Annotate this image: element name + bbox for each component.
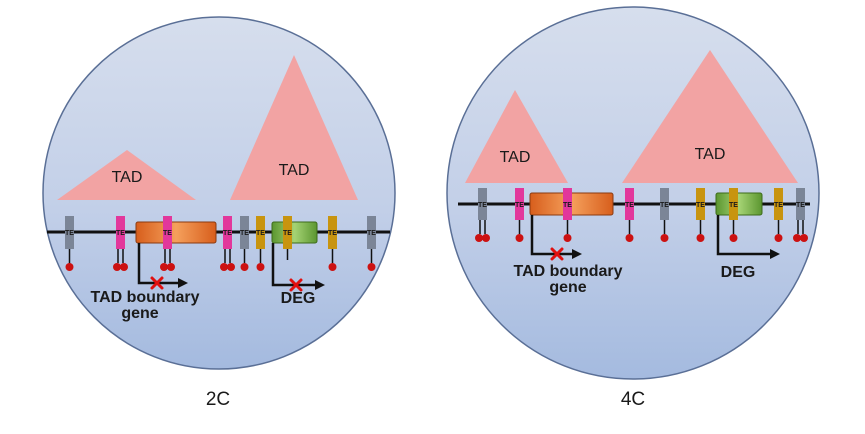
methylation-lollipop-icon — [482, 234, 490, 242]
boundary-gene-label: TAD boundary — [90, 289, 199, 306]
methylation-lollipop-icon — [113, 263, 121, 271]
te-element: TE — [475, 188, 490, 242]
tad-triangle — [622, 50, 798, 183]
tad-label: TAD — [112, 169, 143, 186]
methylation-lollipop-icon — [475, 234, 483, 242]
svg-text:TE: TE — [625, 202, 634, 209]
boundary-gene-label: gene — [549, 279, 586, 296]
svg-text:TE: TE — [223, 230, 232, 237]
boundary-gene-label: TAD boundary — [513, 263, 622, 280]
methylation-lollipop-icon — [729, 234, 738, 242]
te-element: TE — [729, 188, 738, 242]
svg-text:TE: TE — [515, 202, 524, 209]
methylation-lollipop-icon — [774, 234, 783, 242]
red-cross-icon — [289, 278, 303, 292]
tad-label: TAD — [279, 162, 310, 179]
te-element: TE — [774, 188, 783, 242]
methylation-lollipop-icon — [515, 234, 524, 242]
red-cross-icon — [150, 276, 164, 290]
tad-label: TAD — [500, 149, 531, 166]
transcription-arrow-icon — [716, 215, 780, 259]
panel-caption: 4C — [621, 389, 645, 410]
te-element: TE — [283, 216, 292, 260]
svg-text:TE: TE — [367, 230, 376, 237]
methylation-lollipop-icon — [800, 234, 808, 242]
svg-text:TE: TE — [563, 202, 572, 209]
boundary-gene-label: gene — [121, 305, 158, 322]
methylation-lollipop-icon — [367, 263, 376, 271]
te-element: TE — [660, 188, 669, 242]
te-element: TE — [367, 216, 376, 271]
te-element: TE — [793, 188, 808, 242]
methylation-lollipop-icon — [65, 263, 74, 271]
transcription-arrow-icon — [137, 243, 188, 288]
methylation-lollipop-icon — [227, 263, 235, 271]
panel-2c: TAD TAD TE TE TE — [42, 16, 396, 410]
te-element: TE — [113, 216, 128, 271]
te-element: TE — [65, 216, 74, 271]
svg-text:TE: TE — [796, 202, 805, 209]
methylation-lollipop-icon — [793, 234, 801, 242]
deg-label: DEG — [721, 264, 756, 281]
methylation-lollipop-icon — [120, 263, 128, 271]
svg-text:TE: TE — [283, 230, 292, 237]
methylation-lollipop-icon — [696, 234, 705, 242]
te-element: TE — [160, 216, 175, 271]
te-element: TE — [220, 216, 235, 271]
te-element: TE — [625, 188, 634, 242]
deg-box — [271, 221, 318, 244]
te-element: TE — [256, 216, 265, 271]
svg-text:TE: TE — [65, 230, 74, 237]
deg-box — [715, 192, 763, 216]
methylation-lollipop-icon — [256, 263, 265, 271]
tad-triangle — [465, 90, 568, 183]
svg-text:TE: TE — [328, 230, 337, 237]
panel-4c: TAD TAD TE TE TE TE — [446, 6, 820, 410]
te-element: TE — [563, 188, 572, 242]
svg-text:TE: TE — [116, 230, 125, 237]
methylation-lollipop-icon — [220, 263, 228, 271]
deg-label: DEG — [281, 290, 316, 307]
transcription-arrow-icon — [271, 243, 325, 290]
svg-text:TE: TE — [774, 202, 783, 209]
methylation-lollipop-icon — [660, 234, 669, 242]
tad-triangle — [230, 55, 358, 200]
svg-text:TE: TE — [240, 230, 249, 237]
methylation-lollipop-icon — [240, 263, 249, 271]
methylation-lollipop-icon — [328, 263, 337, 271]
te-element: TE — [240, 216, 249, 271]
panel-caption: 2C — [206, 389, 230, 410]
tad-label: TAD — [695, 146, 726, 163]
te-element: TE — [515, 188, 524, 242]
svg-text:TE: TE — [660, 202, 669, 209]
svg-text:TE: TE — [729, 202, 738, 209]
methylation-lollipop-icon — [167, 263, 175, 271]
methylation-lollipop-icon — [160, 263, 168, 271]
te-element: TE — [328, 216, 337, 271]
tad-triangle — [57, 150, 196, 200]
svg-text:TE: TE — [163, 230, 172, 237]
red-cross-icon — [550, 247, 564, 261]
svg-text:TE: TE — [696, 202, 705, 209]
methylation-lollipop-icon — [563, 234, 572, 242]
svg-text:TE: TE — [256, 230, 265, 237]
svg-text:TE: TE — [478, 202, 487, 209]
boundary-gene-box — [135, 221, 217, 244]
methylation-lollipop-icon — [625, 234, 634, 242]
te-element: TE — [696, 188, 705, 242]
